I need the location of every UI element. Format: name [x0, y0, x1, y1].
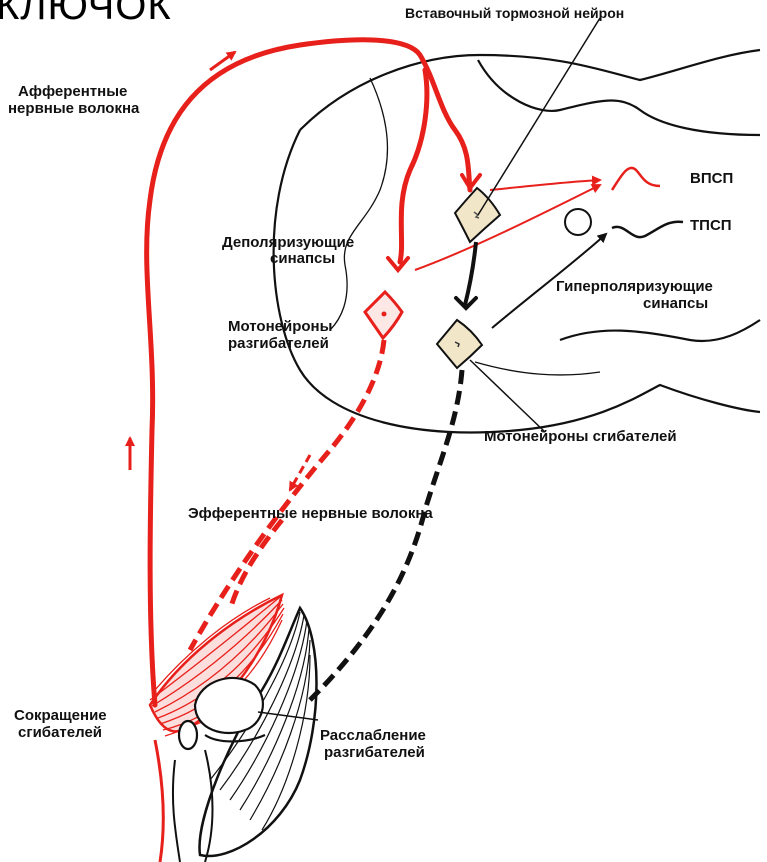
flexor-efferent-fiber — [310, 370, 462, 700]
extensor-motoneurons-line1: Мотонейроны — [228, 318, 332, 335]
inhibitory-interneuron-cell — [455, 188, 500, 242]
afferent-label-line2: нервные волокна — [8, 100, 140, 117]
afferent-label-line1: Афферентные — [18, 83, 127, 100]
extensor-motoneurons-line2: разгибателей — [228, 335, 329, 352]
epsp-arrow-upper — [490, 180, 600, 190]
ipsp-wave — [612, 222, 683, 237]
hyperpolarizing-synapses-line1: Гиперполяризующие — [556, 278, 713, 295]
flexor-motoneuron-pointer — [470, 360, 545, 432]
ipsp-label: ТПСП — [690, 217, 732, 234]
flexor-motoneurons-label: Мотонейроны сгибателей — [484, 428, 677, 445]
extensor-motoneuron-cell — [365, 292, 402, 338]
extensor-efferent-fiber — [190, 340, 384, 650]
efferent-fibers-label: Эфферентные нервные волокна — [188, 505, 433, 522]
hyperpolarizing-synapses-line2: синапсы — [643, 295, 708, 312]
extensor-relaxation-line1: Расслабление — [320, 727, 426, 744]
extensor-relaxation-line2: разгибателей — [324, 744, 425, 761]
epsp-label: ВПСП — [690, 170, 733, 187]
flexor-contraction-line1: Сокращение — [14, 707, 107, 724]
flexor-tendon — [155, 740, 163, 862]
efferent-branch — [230, 520, 282, 610]
interneuron-axon — [465, 242, 476, 305]
flexor-motoneuron-cell — [437, 320, 482, 368]
epsp-wave — [612, 168, 660, 190]
depolarizing-synapses-line2: синапсы — [270, 250, 335, 267]
interneuron-label: Вставочный тормозной нейрон — [405, 5, 624, 21]
flexor-contraction-line2: сгибателей — [18, 724, 102, 741]
depolarizing-synapses-line1: Деполяризующие — [222, 234, 354, 251]
ipsp-cell-circle — [565, 209, 591, 235]
afferent-fiber — [147, 40, 470, 705]
